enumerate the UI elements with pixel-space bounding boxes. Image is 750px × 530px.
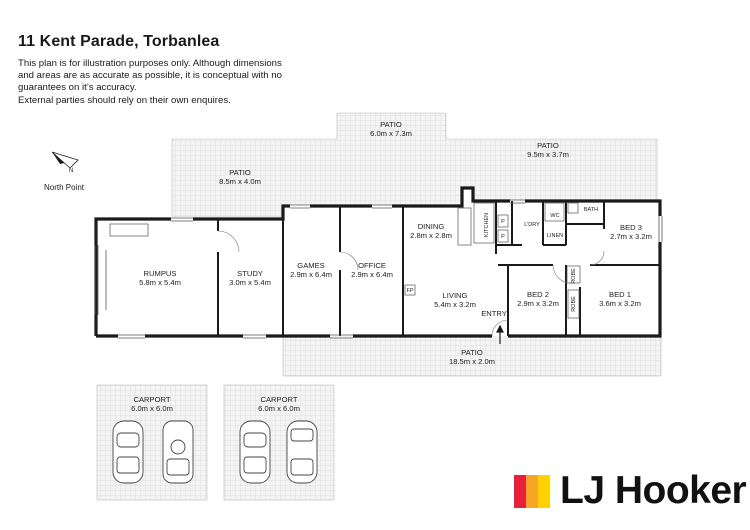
north-point-icon: N [51, 151, 79, 174]
kitchen-label: KITCHEN [484, 213, 490, 237]
brand-swatches [514, 474, 550, 508]
disclaimer-line: guarantees on it’s accuracy. [18, 82, 137, 94]
disclaimer: This plan is for illustration purposes o… [18, 58, 308, 107]
fp-label: FP [406, 288, 413, 294]
wc-label: WC [550, 213, 559, 219]
svg-text:N: N [69, 168, 73, 174]
windows [94, 199, 663, 339]
entry-label: ENTRY [481, 309, 507, 318]
patio-top-name: PATIO [380, 120, 402, 129]
carport1-size: 6.0m x 6.0m [131, 404, 173, 413]
patio-right-name: PATIO [537, 141, 559, 150]
kitchen-fixtures [109, 202, 581, 319]
bed2-size: 2.9m x 3.2m [517, 299, 559, 308]
patio-bottom-area [282, 331, 662, 377]
dining-size: 2.8m x 2.8m [410, 231, 452, 240]
patio-top-size: 6.0m x 7.3m [370, 129, 412, 138]
north-point-label: North Point [44, 183, 85, 192]
bed3-size: 2.7m x 3.2m [610, 232, 652, 241]
games-name: GAMES [297, 261, 324, 270]
pantry-label: P [501, 219, 505, 225]
ldry-label: L'DRY [524, 222, 540, 228]
fixture-labels: KITCHEN L'DRY WC BATH LINEN ENTRY FP ROB… [406, 207, 598, 318]
house-floor [96, 187, 660, 336]
bath-label: BATH [584, 207, 598, 213]
bed3-name: BED 3 [620, 223, 642, 232]
patio-bottom-name: PATIO [461, 348, 483, 357]
living-name: LIVING [443, 291, 468, 300]
robe-label: ROBE [571, 268, 577, 284]
carport2-name: CARPORT [261, 395, 298, 404]
patio-left-name: PATIO [229, 168, 251, 177]
carport2-size: 6.0m x 6.0m [258, 404, 300, 413]
disclaimer-line: External parties should rely on their ow… [18, 94, 231, 106]
rumpus-name: RUMPUS [144, 269, 177, 278]
brand-swatch-yellow [538, 474, 550, 508]
bed2-name: BED 2 [527, 290, 549, 299]
plan-title: 11 Kent Parade, Torbanlea [18, 33, 220, 50]
linen-label: LINEN [547, 233, 563, 239]
bed1-size: 3.6m x 3.2m [599, 299, 641, 308]
brand-logo: LJ Hooker [514, 469, 747, 512]
patio-left-size: 8.5m x 4.0m [219, 177, 261, 186]
living-size: 5.4m x 3.2m [434, 300, 476, 309]
dining-name: DINING [418, 222, 445, 231]
entry-arrow-icon [496, 324, 504, 344]
car-icon [162, 420, 194, 484]
disclaimer-line: This plan is for illustration purposes o… [18, 58, 282, 69]
pantry-label: P [501, 234, 505, 240]
study-name: STUDY [237, 269, 263, 278]
car-icon [286, 420, 318, 484]
office-size: 2.9m x 6.4m [351, 270, 393, 279]
office-name: OFFICE [358, 261, 386, 270]
patio-right-size: 9.5m x 3.7m [527, 150, 569, 159]
disclaimer-line: and areas are as accurate as possible, i… [18, 70, 282, 82]
rumpus-size: 5.8m x 5.4m [139, 278, 181, 287]
car-icon [112, 420, 144, 484]
study-size: 3.0m x 5.4m [229, 278, 271, 287]
car-icon [239, 420, 271, 484]
games-size: 2.9m x 6.4m [290, 270, 332, 279]
interior-walls [217, 201, 660, 336]
brand-name: LJ Hooker [560, 469, 747, 512]
patio-bottom-size: 18.5m x 2.0m [449, 357, 495, 366]
robe-label: ROBE [571, 296, 577, 312]
brand-swatch-orange [526, 474, 538, 508]
room-labels: PATIO 6.0m x 7.3m PATIO 9.5m x 3.7m PATI… [131, 120, 652, 413]
brand-swatch-red [514, 474, 526, 508]
bed1-name: BED 1 [609, 290, 631, 299]
carport1-name: CARPORT [134, 395, 171, 404]
